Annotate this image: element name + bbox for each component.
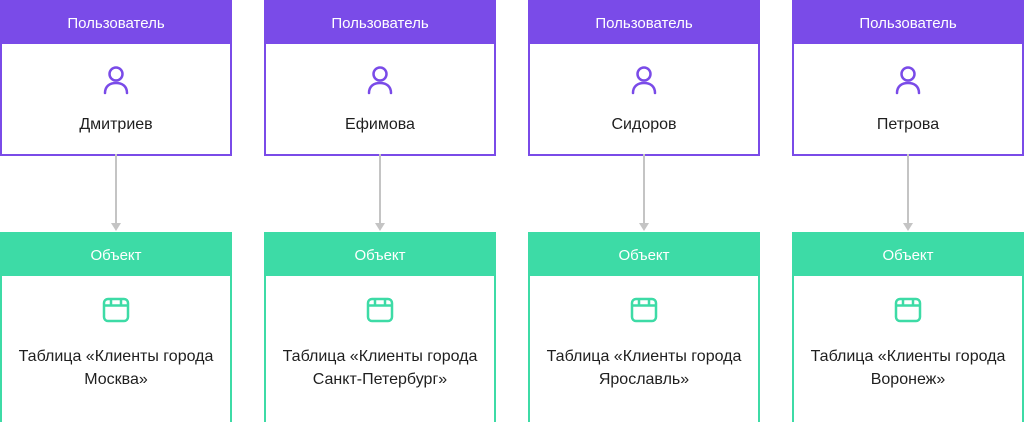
object-card-header: Объект — [530, 234, 758, 276]
user-name: Петрова — [876, 116, 940, 133]
arrow-down-icon — [903, 223, 913, 231]
table-icon — [366, 297, 394, 323]
table-icon — [102, 297, 130, 323]
column-petrova: Пользователь Петрова Объект Таблица «Кли… — [792, 0, 1024, 422]
object-name: Таблица «Клиенты города Санкт-Петербург» — [282, 348, 478, 388]
user-card-header: Пользователь — [530, 2, 758, 44]
arrow-down-icon — [639, 223, 649, 231]
object-name: Таблица «Клиенты города Воронеж» — [810, 348, 1006, 388]
object-card-header: Объект — [266, 234, 494, 276]
table-icon — [894, 297, 922, 323]
table-icon — [630, 297, 658, 323]
object-card-header: Объект — [794, 234, 1022, 276]
column-efimova: Пользователь Ефимова Объект Таблица «Кли… — [264, 0, 496, 422]
connector-line — [115, 154, 117, 224]
user-card: Пользователь Дмитриев — [0, 0, 232, 156]
user-name: Сидоров — [611, 116, 677, 133]
user-icon — [631, 66, 657, 95]
object-name: Таблица «Клиенты города Ярославль» — [546, 348, 742, 388]
user-icon — [103, 66, 129, 95]
arrow-down-icon — [111, 223, 121, 231]
column-dmitriev: Пользователь Дмитриев Объект Таблица «Кл… — [0, 0, 232, 422]
user-icon — [367, 66, 393, 95]
user-name: Ефимова — [345, 116, 415, 133]
object-card: Объект Таблица «Клиенты города Ярославль… — [528, 232, 760, 422]
user-card-header: Пользователь — [2, 2, 230, 44]
user-card: Пользователь Петрова — [792, 0, 1024, 156]
connector-line — [907, 154, 909, 224]
user-card: Пользователь Сидоров — [528, 0, 760, 156]
object-card: Объект Таблица «Клиенты города Воронеж» — [792, 232, 1024, 422]
object-card: Объект Таблица «Клиенты города Москва» — [0, 232, 232, 422]
object-card-header: Объект — [2, 234, 230, 276]
object-card: Объект Таблица «Клиенты города Санкт-Пет… — [264, 232, 496, 422]
connector-line — [379, 154, 381, 224]
user-card: Пользователь Ефимова — [264, 0, 496, 156]
user-name: Дмитриев — [79, 116, 153, 133]
user-card-header: Пользователь — [794, 2, 1022, 44]
arrow-down-icon — [375, 223, 385, 231]
column-sidorov: Пользователь Сидоров Объект Таблица «Кли… — [528, 0, 760, 422]
connector-line — [643, 154, 645, 224]
object-name: Таблица «Клиенты города Москва» — [18, 348, 214, 388]
user-icon — [895, 66, 921, 95]
user-card-header: Пользователь — [266, 2, 494, 44]
